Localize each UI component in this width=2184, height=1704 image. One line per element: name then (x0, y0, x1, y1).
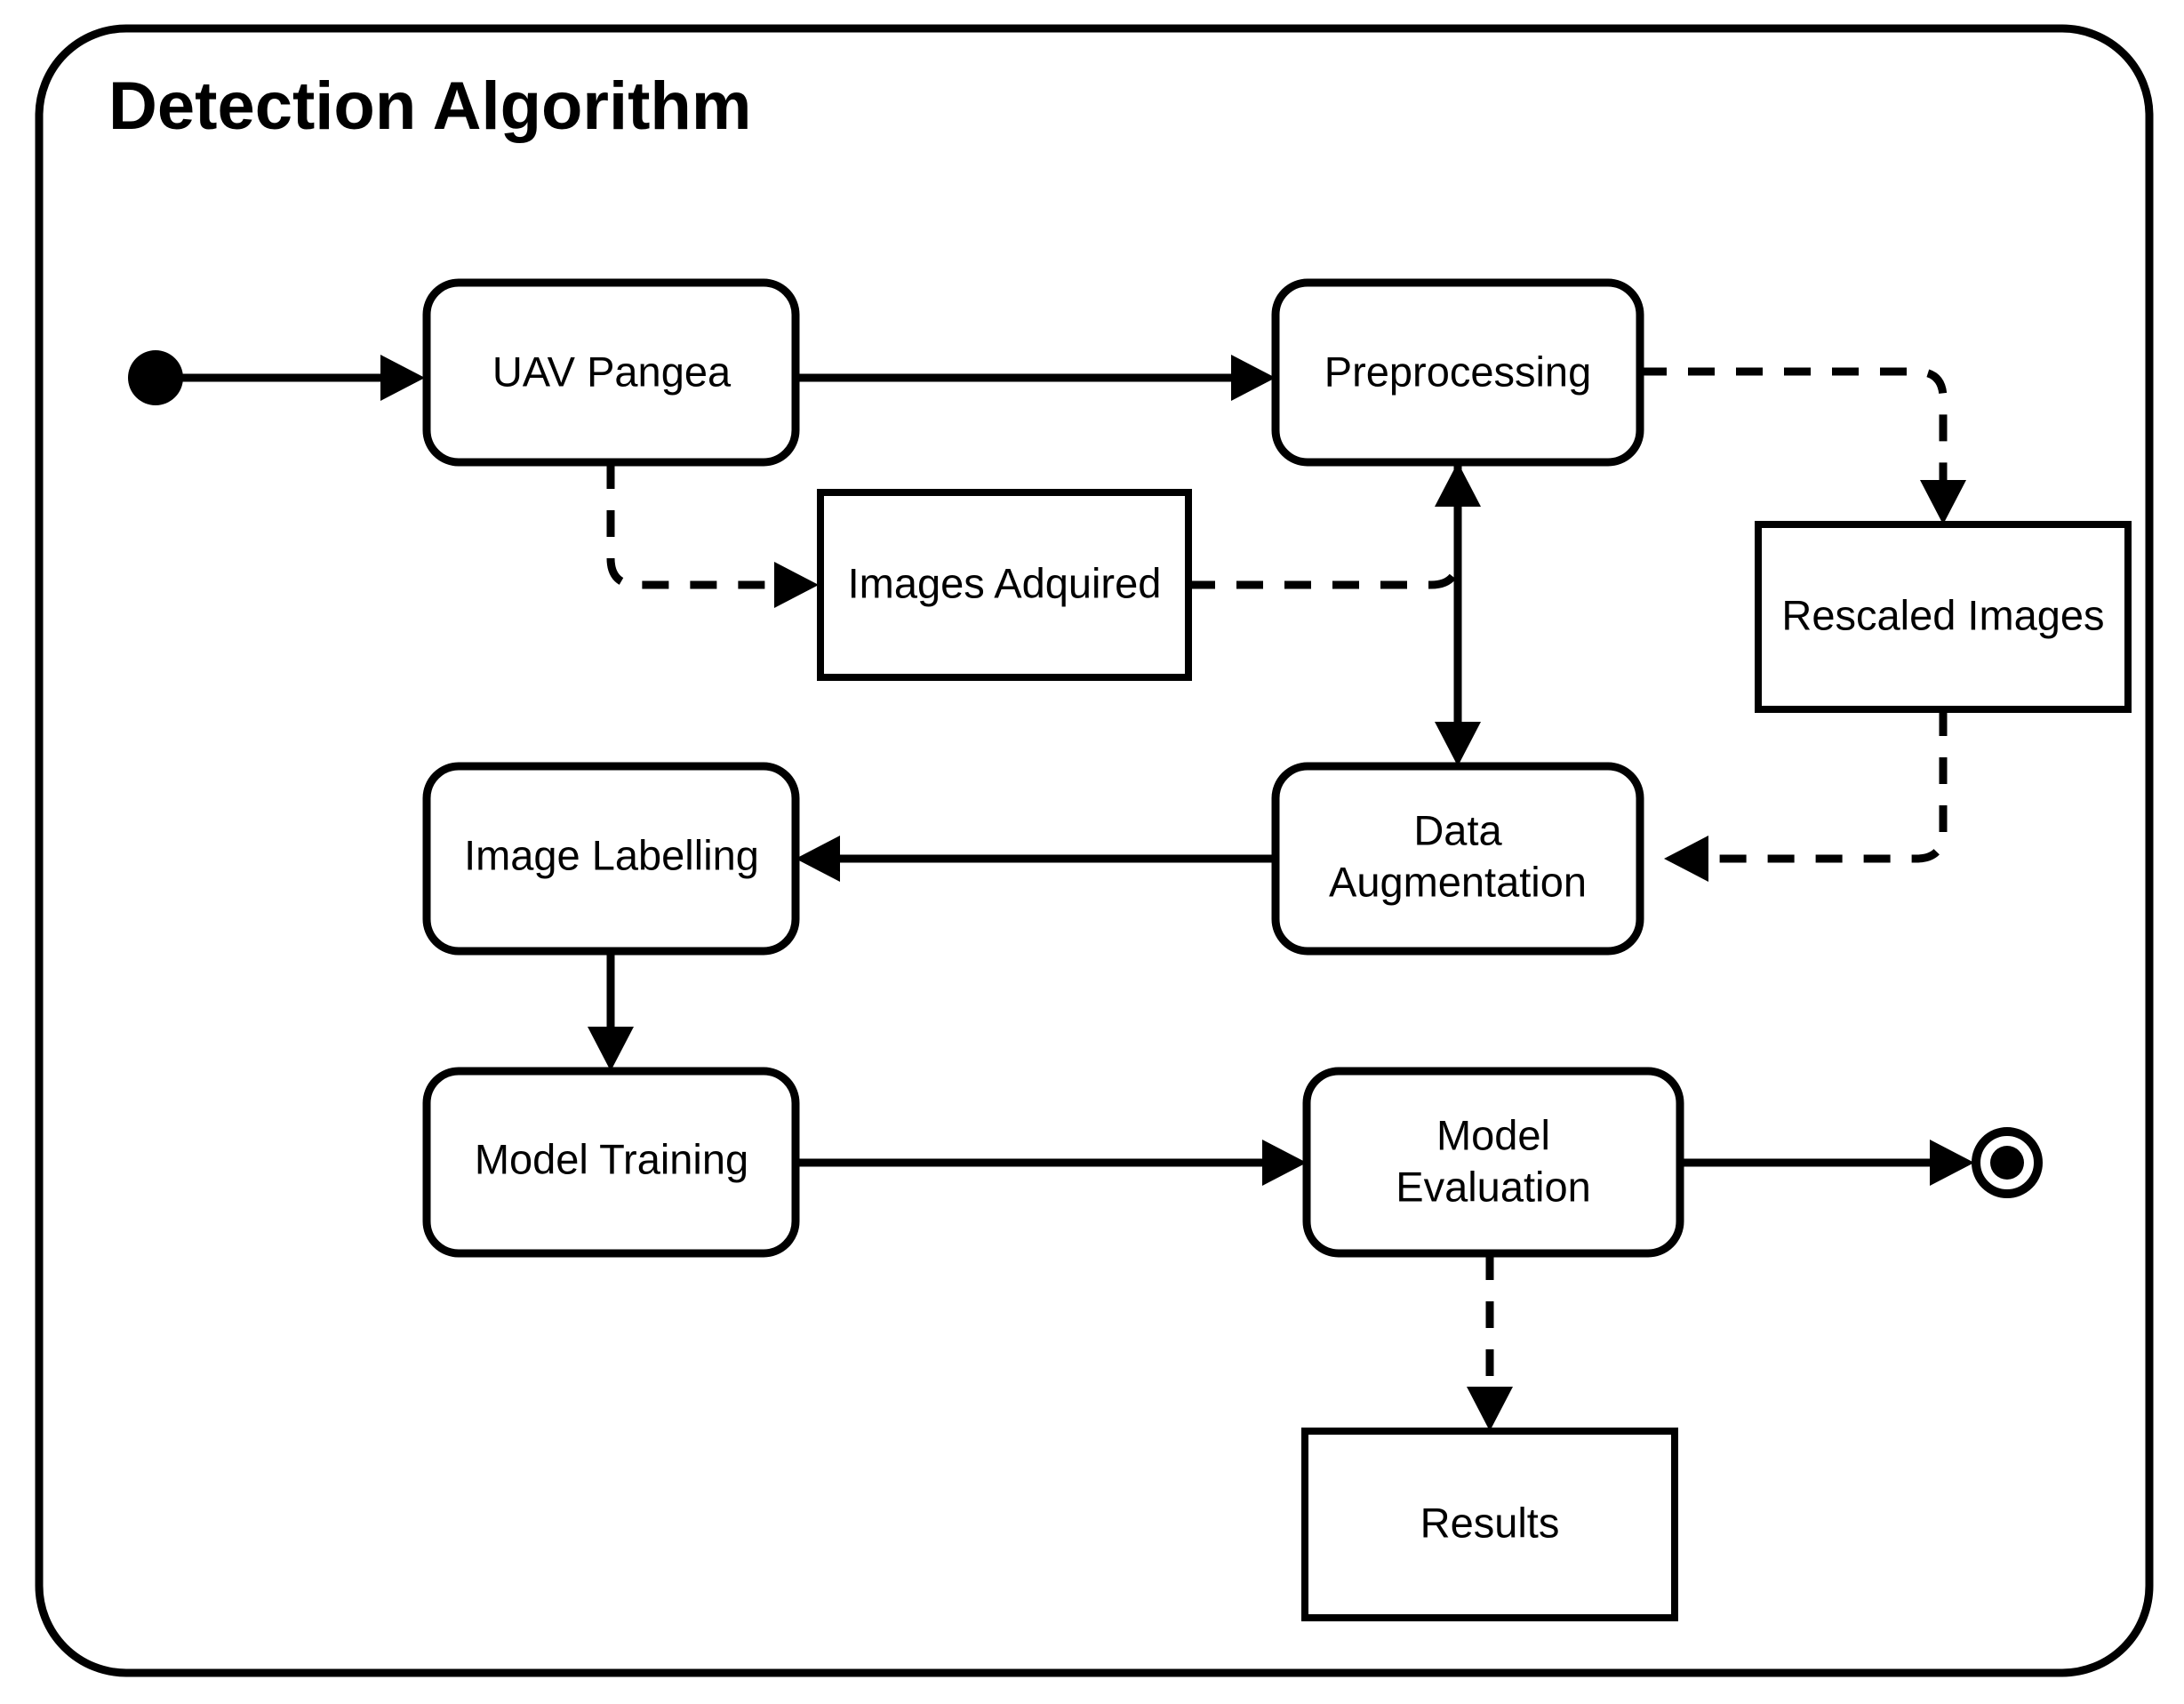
arrowhead-icon (1231, 355, 1276, 401)
edge-model-evaluation-to-results (1467, 1253, 1513, 1431)
node-label-uav-pangea: UAV Pangea (492, 348, 732, 395)
final-node[interactable] (1972, 1127, 2043, 1198)
arrowhead-icon (1467, 1387, 1513, 1431)
arrowhead-icon (588, 1027, 634, 1071)
end-dot-icon (1990, 1146, 2024, 1180)
edge-model-evaluation-to-end (1680, 1140, 1974, 1186)
node-uav-pangea[interactable]: UAV Pangea (422, 278, 800, 467)
node-label-image-labelling: Image Labelling (464, 831, 759, 878)
arrowhead-icon (796, 836, 840, 882)
node-model-evaluation[interactable]: Model Evaluation (1302, 1067, 1684, 1258)
page-title: Detection Algorithm (108, 68, 751, 144)
edge-rescaled-images-to-data-augmentation (1664, 709, 1948, 882)
edge-start-to-uav-pangea (182, 355, 425, 401)
edge-images-adquired-to-preprocessing (1188, 462, 1481, 589)
diagram-frame (35, 24, 2154, 1677)
arrowhead-icon (1262, 1140, 1307, 1186)
node-label-rescaled-images: Rescaled Images (1781, 591, 2104, 638)
edge-image-labelling-to-model-training (588, 951, 634, 1071)
node-label-model-evaluation-line1: Model (1436, 1111, 1550, 1158)
node-preprocessing[interactable]: Preprocessing (1271, 278, 1644, 467)
node-data-augmentation[interactable]: Data Augmentation (1271, 762, 1644, 956)
node-label-preprocessing: Preprocessing (1324, 348, 1591, 395)
edge-uav-pangea-to-images-adquired (606, 462, 819, 608)
edge-data-augmentation-to-image-labelling (796, 836, 1276, 882)
arrowhead-icon (1930, 1140, 1974, 1186)
node-image-labelling[interactable]: Image Labelling (422, 762, 800, 956)
node-model-training[interactable]: Model Training (422, 1067, 800, 1258)
node-label-data-augmentation-line2: Augmentation (1329, 858, 1587, 905)
edge-preprocessing-to-data-augmentation (1435, 462, 1481, 766)
node-images-adquired[interactable]: Images Adquired (817, 489, 1192, 681)
node-label-model-evaluation-line2: Evaluation (1396, 1163, 1591, 1210)
node-rescaled-images[interactable]: Rescaled Images (1755, 521, 2132, 713)
arrowhead-icon (1435, 722, 1481, 766)
edge-uav-pangea-to-preprocessing (796, 355, 1276, 401)
edge-preprocessing-to-rescaled-images (1640, 367, 1966, 524)
node-label-results: Results (1420, 1499, 1560, 1546)
arrowhead-icon (1664, 836, 1708, 882)
arrowhead-icon (774, 562, 819, 608)
node-label-model-training: Model Training (475, 1135, 748, 1182)
start-dot-icon (128, 350, 183, 405)
arrowhead-icon (380, 355, 425, 401)
node-label-images-adquired: Images Adquired (848, 559, 1162, 606)
edge-model-training-to-model-evaluation (796, 1140, 1307, 1186)
arrowhead-icon (1920, 480, 1966, 524)
initial-node[interactable] (128, 350, 183, 405)
node-results[interactable]: Results (1301, 1428, 1678, 1621)
node-label-data-augmentation-line1: Data (1413, 806, 1502, 853)
